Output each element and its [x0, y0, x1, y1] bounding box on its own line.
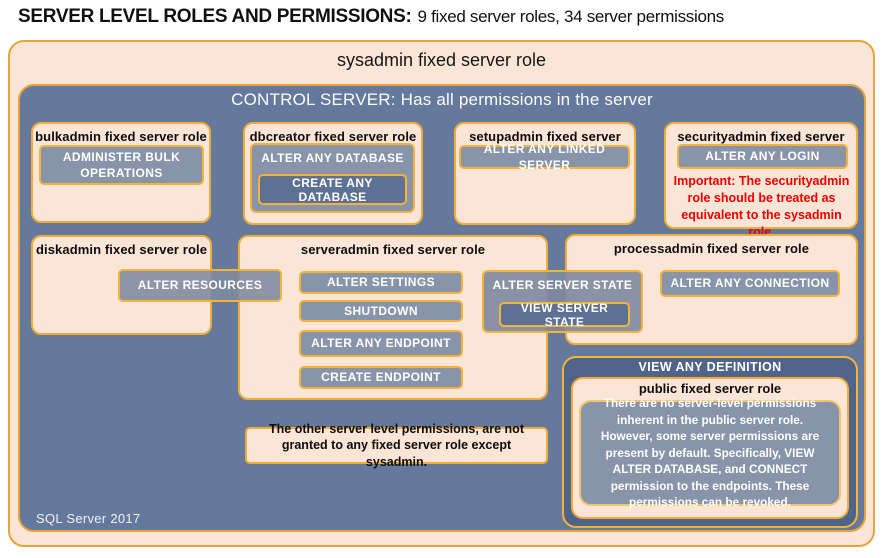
footer-version-label: SQL Server 2017	[36, 511, 141, 526]
control-server-label: CONTROL SERVER: Has all permissions in t…	[231, 90, 653, 109]
permission-create-any-database: CREATE ANY DATABASE	[258, 174, 407, 205]
permission-create-endpoint: CREATE ENDPOINT	[299, 366, 463, 389]
public-role-description: There are no server-level permissions in…	[579, 396, 841, 509]
page-title-subtitle: 9 fixed server roles, 34 server permissi…	[417, 7, 725, 26]
role-box-securityadmin: securityadmin fixed server role	[664, 122, 858, 229]
permission-alter-any-linked-server: ALTER ANY LINKED SERVER	[459, 142, 630, 172]
role-title-public: public fixed server role	[638, 381, 782, 396]
page-title-main: SERVER LEVEL ROLES AND PERMISSIONS:	[18, 6, 412, 27]
permission-alter-server-state-label: ALTER SERVER STATE	[492, 278, 633, 292]
role-title-processadmin: processadmin fixed server role	[613, 241, 810, 256]
permission-alter-any-endpoint: ALTER ANY ENDPOINT	[299, 330, 463, 357]
permission-alter-any-database-label: ALTER ANY DATABASE	[261, 151, 404, 165]
role-box-setupadmin: setupadmin fixed server role	[454, 122, 636, 225]
role-title-dbcreator: dbcreator fixed server role	[249, 129, 417, 144]
page-title: SERVER LEVEL ROLES AND PERMISSIONS: 9 fix…	[18, 6, 868, 28]
permission-view-any-definition-label: VIEW ANY DEFINITION	[638, 360, 782, 374]
permission-alter-any-connection: ALTER ANY CONNECTION	[660, 270, 840, 297]
role-title-bulkadmin: bulkadmin fixed server role	[35, 129, 207, 144]
role-title-serveradmin: serveradmin fixed server role	[300, 242, 486, 257]
permission-alter-any-login: ALTER ANY LOGIN	[677, 144, 848, 169]
other-permissions-note: The other server level permissions, are …	[245, 422, 548, 469]
sysadmin-role-label: sysadmin fixed server role	[336, 50, 547, 70]
permission-shutdown: SHUTDOWN	[299, 300, 463, 322]
permission-alter-resources: ALTER RESOURCES	[118, 269, 282, 302]
permission-view-server-state: VIEW SERVER STATE	[499, 301, 630, 329]
securityadmin-warning-text: Important: The securityadmin role should…	[673, 174, 850, 239]
permission-administer-bulk-operations: ADMINISTER BULK OPERATIONS	[39, 145, 204, 185]
role-title-diskadmin: diskadmin fixed server role	[35, 242, 208, 257]
permission-alter-settings: ALTER SETTINGS	[299, 271, 463, 294]
